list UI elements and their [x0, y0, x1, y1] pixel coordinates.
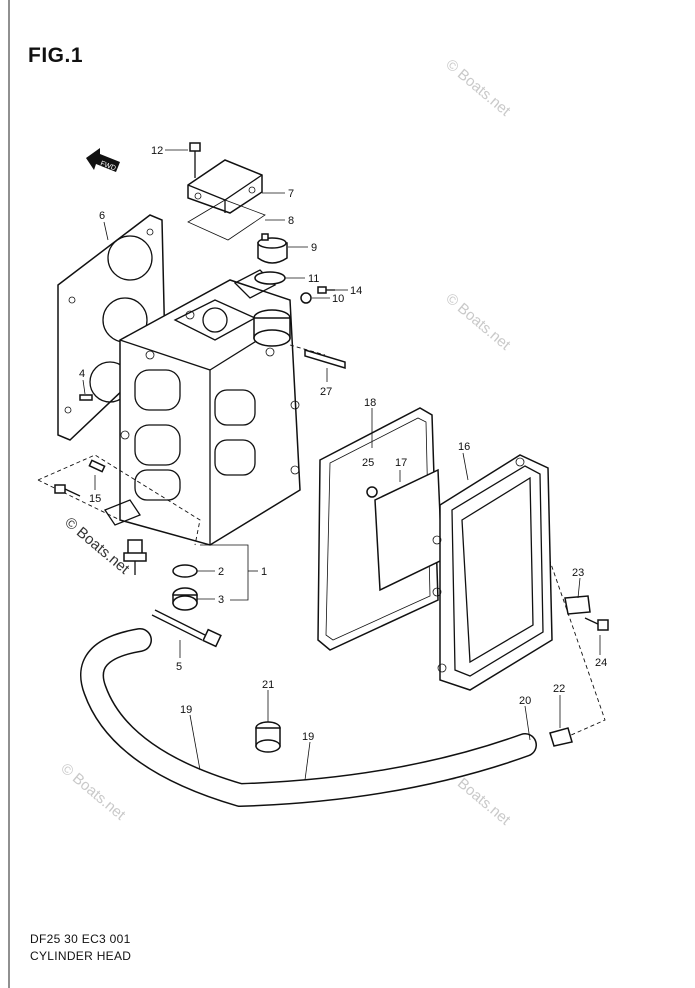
callout-1: 1: [261, 566, 267, 578]
screw-25: [366, 486, 378, 498]
pin-27: [304, 348, 346, 370]
screw-24: [584, 617, 609, 631]
thermostat-housing: [253, 309, 291, 347]
exhaust-cover: [432, 454, 553, 691]
diagram-name: CYLINDER HEAD: [30, 949, 132, 963]
fwd-arrow-icon: FWD: [86, 148, 120, 172]
callout-15: 15: [89, 493, 101, 505]
callout-27: 27: [320, 386, 332, 398]
pin-4: [79, 394, 93, 401]
callout-17: 17: [395, 457, 407, 469]
seal-2: [172, 564, 198, 578]
watermark-text: © Boats.net: [57, 760, 129, 824]
clamp-23: [564, 595, 591, 615]
long-bolt-5: [151, 609, 222, 648]
water-hose: [80, 628, 537, 808]
callout-16: 16: [458, 441, 470, 453]
washer: [300, 292, 312, 304]
callout-25: 25: [362, 457, 374, 469]
callout-2: 2: [218, 566, 224, 578]
callout-19b: 19: [302, 731, 314, 743]
callout-18: 18: [364, 397, 376, 409]
callout-10: 10: [332, 293, 344, 305]
cylinder-head: [104, 269, 301, 546]
cover-gasket: [187, 199, 266, 241]
callout-14: 14: [350, 285, 362, 297]
thermostat-cap: [257, 233, 288, 264]
watermark-text: © Boats.net: [442, 290, 514, 354]
watermark-text: © Boats.net: [442, 56, 514, 120]
callout-leaders: [82, 149, 601, 781]
callout-20: 20: [519, 695, 531, 707]
cap-cover: [187, 159, 263, 214]
callout-5: 5: [176, 661, 182, 673]
seal-3: [172, 587, 198, 611]
callout-11: 11: [308, 273, 319, 285]
callout-8: 8: [288, 215, 294, 227]
figure-title: FIG.1: [28, 44, 84, 67]
callout-4: 4: [79, 368, 85, 380]
callout-21: 21: [262, 679, 274, 691]
bolt-lower-left: [54, 484, 81, 497]
collar-21: [255, 721, 281, 753]
callout-12: 12: [151, 145, 163, 157]
bolt-12: [189, 142, 201, 178]
callout-3: 3: [218, 594, 224, 606]
o-ring: [254, 271, 286, 285]
spark-plug: [123, 539, 147, 575]
dowel-15: [88, 459, 106, 473]
callout-numbers: 12 7 8 9 11 14 10 6 4 15 27 2 1 3 5 18 1…: [79, 145, 607, 743]
diagram-code: DF25 30 EC3 001: [30, 932, 131, 946]
callout-22: 22: [553, 683, 565, 695]
callout-23: 23: [572, 567, 584, 579]
callout-7: 7: [288, 188, 294, 200]
callout-9: 9: [311, 242, 317, 254]
callout-6: 6: [99, 210, 105, 222]
callout-24: 24: [595, 657, 607, 669]
clip-22: [549, 727, 573, 747]
callout-19a: 19: [180, 704, 192, 716]
watermark-text: © Boats.net: [61, 514, 133, 578]
screw-14: [317, 286, 335, 294]
